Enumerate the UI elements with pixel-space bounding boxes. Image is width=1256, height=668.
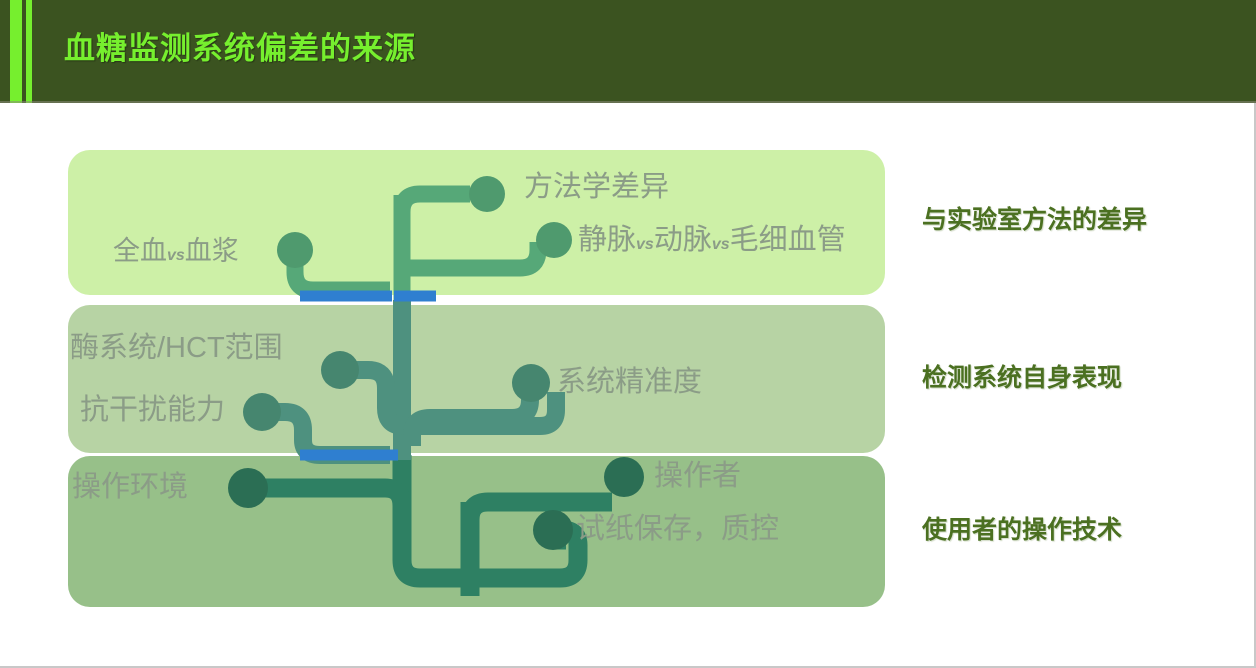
node-label-methodology-difference: 方法学差异: [524, 171, 670, 203]
page-title: 血糖监测系统偏差的来源: [64, 31, 416, 66]
node-text-vs: vs: [167, 247, 185, 264]
node-dot-venous-arterial-capillary: [536, 222, 572, 258]
node-label-operator: 操作者: [654, 460, 742, 492]
node-label-enzyme-hct-range: 酶系统/HCT范围: [70, 332, 283, 364]
header-divider: [0, 101, 1256, 103]
slide-header: 血糖监测系统偏差的来源: [0, 0, 1256, 103]
node-label-venous-arterial-capillary: 静脉vs动脉vs毛细血管: [578, 226, 846, 255]
node-label-system-accuracy: 系统精准度: [557, 366, 703, 398]
node-label-strip-storage-qc: 试纸保存，质控: [576, 513, 780, 545]
node-text-vs: vs: [636, 236, 654, 253]
node-text-part: 血浆: [184, 236, 239, 266]
node-dot-operator: [604, 457, 644, 497]
node-text-part: 动脉: [653, 224, 712, 256]
node-dot-system-accuracy: [512, 364, 550, 402]
node-dot-methodology-difference: [469, 176, 505, 212]
node-dot-enzyme-hct-range: [321, 351, 359, 389]
node-dot-strip-storage-qc: [533, 510, 573, 550]
header-accent-bar-primary: [10, 0, 22, 103]
category-label-lab-method: 与实验室方法的差异: [922, 206, 1148, 234]
node-label-operating-environment: 操作环境: [72, 471, 189, 503]
branches-middle: [262, 300, 565, 464]
category-label-system-performance: 检测系统自身表现: [922, 364, 1123, 392]
node-text-vs: vs: [711, 236, 730, 253]
node-text-part: 静脉: [578, 224, 637, 256]
node-text-part: 全血: [113, 236, 167, 266]
node-dot-whole-blood-vs-plasma: [277, 232, 313, 268]
category-label-user-technique: 使用者的操作技术: [922, 516, 1123, 544]
node-label-whole-blood-vs-plasma: 全血vs血浆: [113, 238, 239, 265]
node-text-part: 毛细血管: [729, 224, 846, 256]
node-dot-interference-resistance: [243, 393, 281, 431]
node-dots: [228, 176, 644, 550]
node-dot-operating-environment: [228, 468, 268, 508]
header-accent-bar-secondary: [26, 0, 32, 103]
branches-top: [286, 185, 547, 300]
node-label-interference-resistance: 抗干扰能力: [80, 394, 226, 426]
